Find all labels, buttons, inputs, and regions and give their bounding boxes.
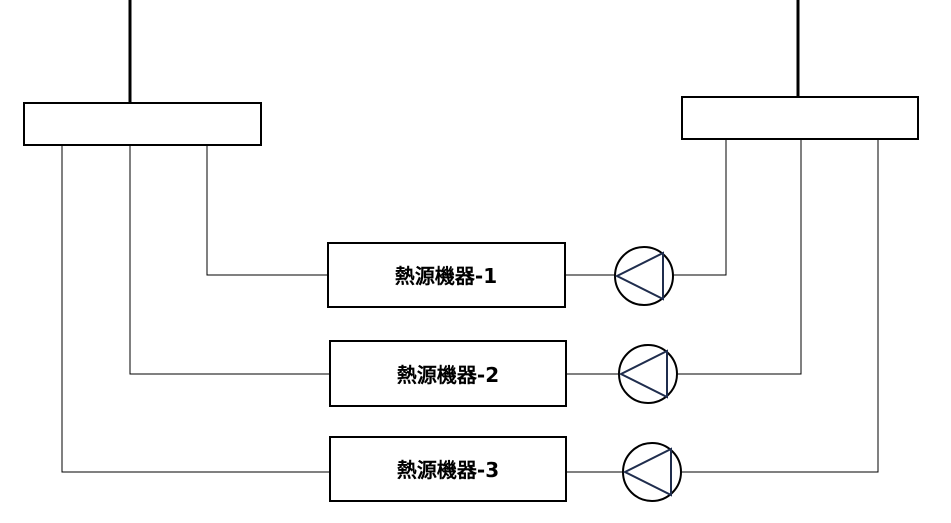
branch-pipe-left-2 <box>129 145 330 375</box>
heat-source-unit-label: 熱源機器-3 <box>397 458 499 482</box>
pump-icon <box>614 246 674 306</box>
heat-source-unit-2: 熱源機器-2 <box>329 340 567 407</box>
pump-icon <box>618 344 678 404</box>
pump-icon <box>622 442 682 502</box>
heat-source-unit-label: 熱源機器-2 <box>397 363 499 387</box>
heat-source-unit-1: 熱源機器-1 <box>327 242 566 308</box>
heat-source-unit-label: 熱源機器-1 <box>395 264 497 288</box>
right-header <box>681 96 919 140</box>
branch-pipe-right-2 <box>677 139 802 375</box>
branch-pipe-right-1 <box>673 139 727 276</box>
heat-source-unit-3: 熱源機器-3 <box>329 436 567 502</box>
branch-pipe-left-1 <box>206 145 328 276</box>
branch-pipe-left-3 <box>61 145 330 473</box>
branch-pipe-right-3 <box>681 139 879 473</box>
left-header <box>23 102 262 146</box>
